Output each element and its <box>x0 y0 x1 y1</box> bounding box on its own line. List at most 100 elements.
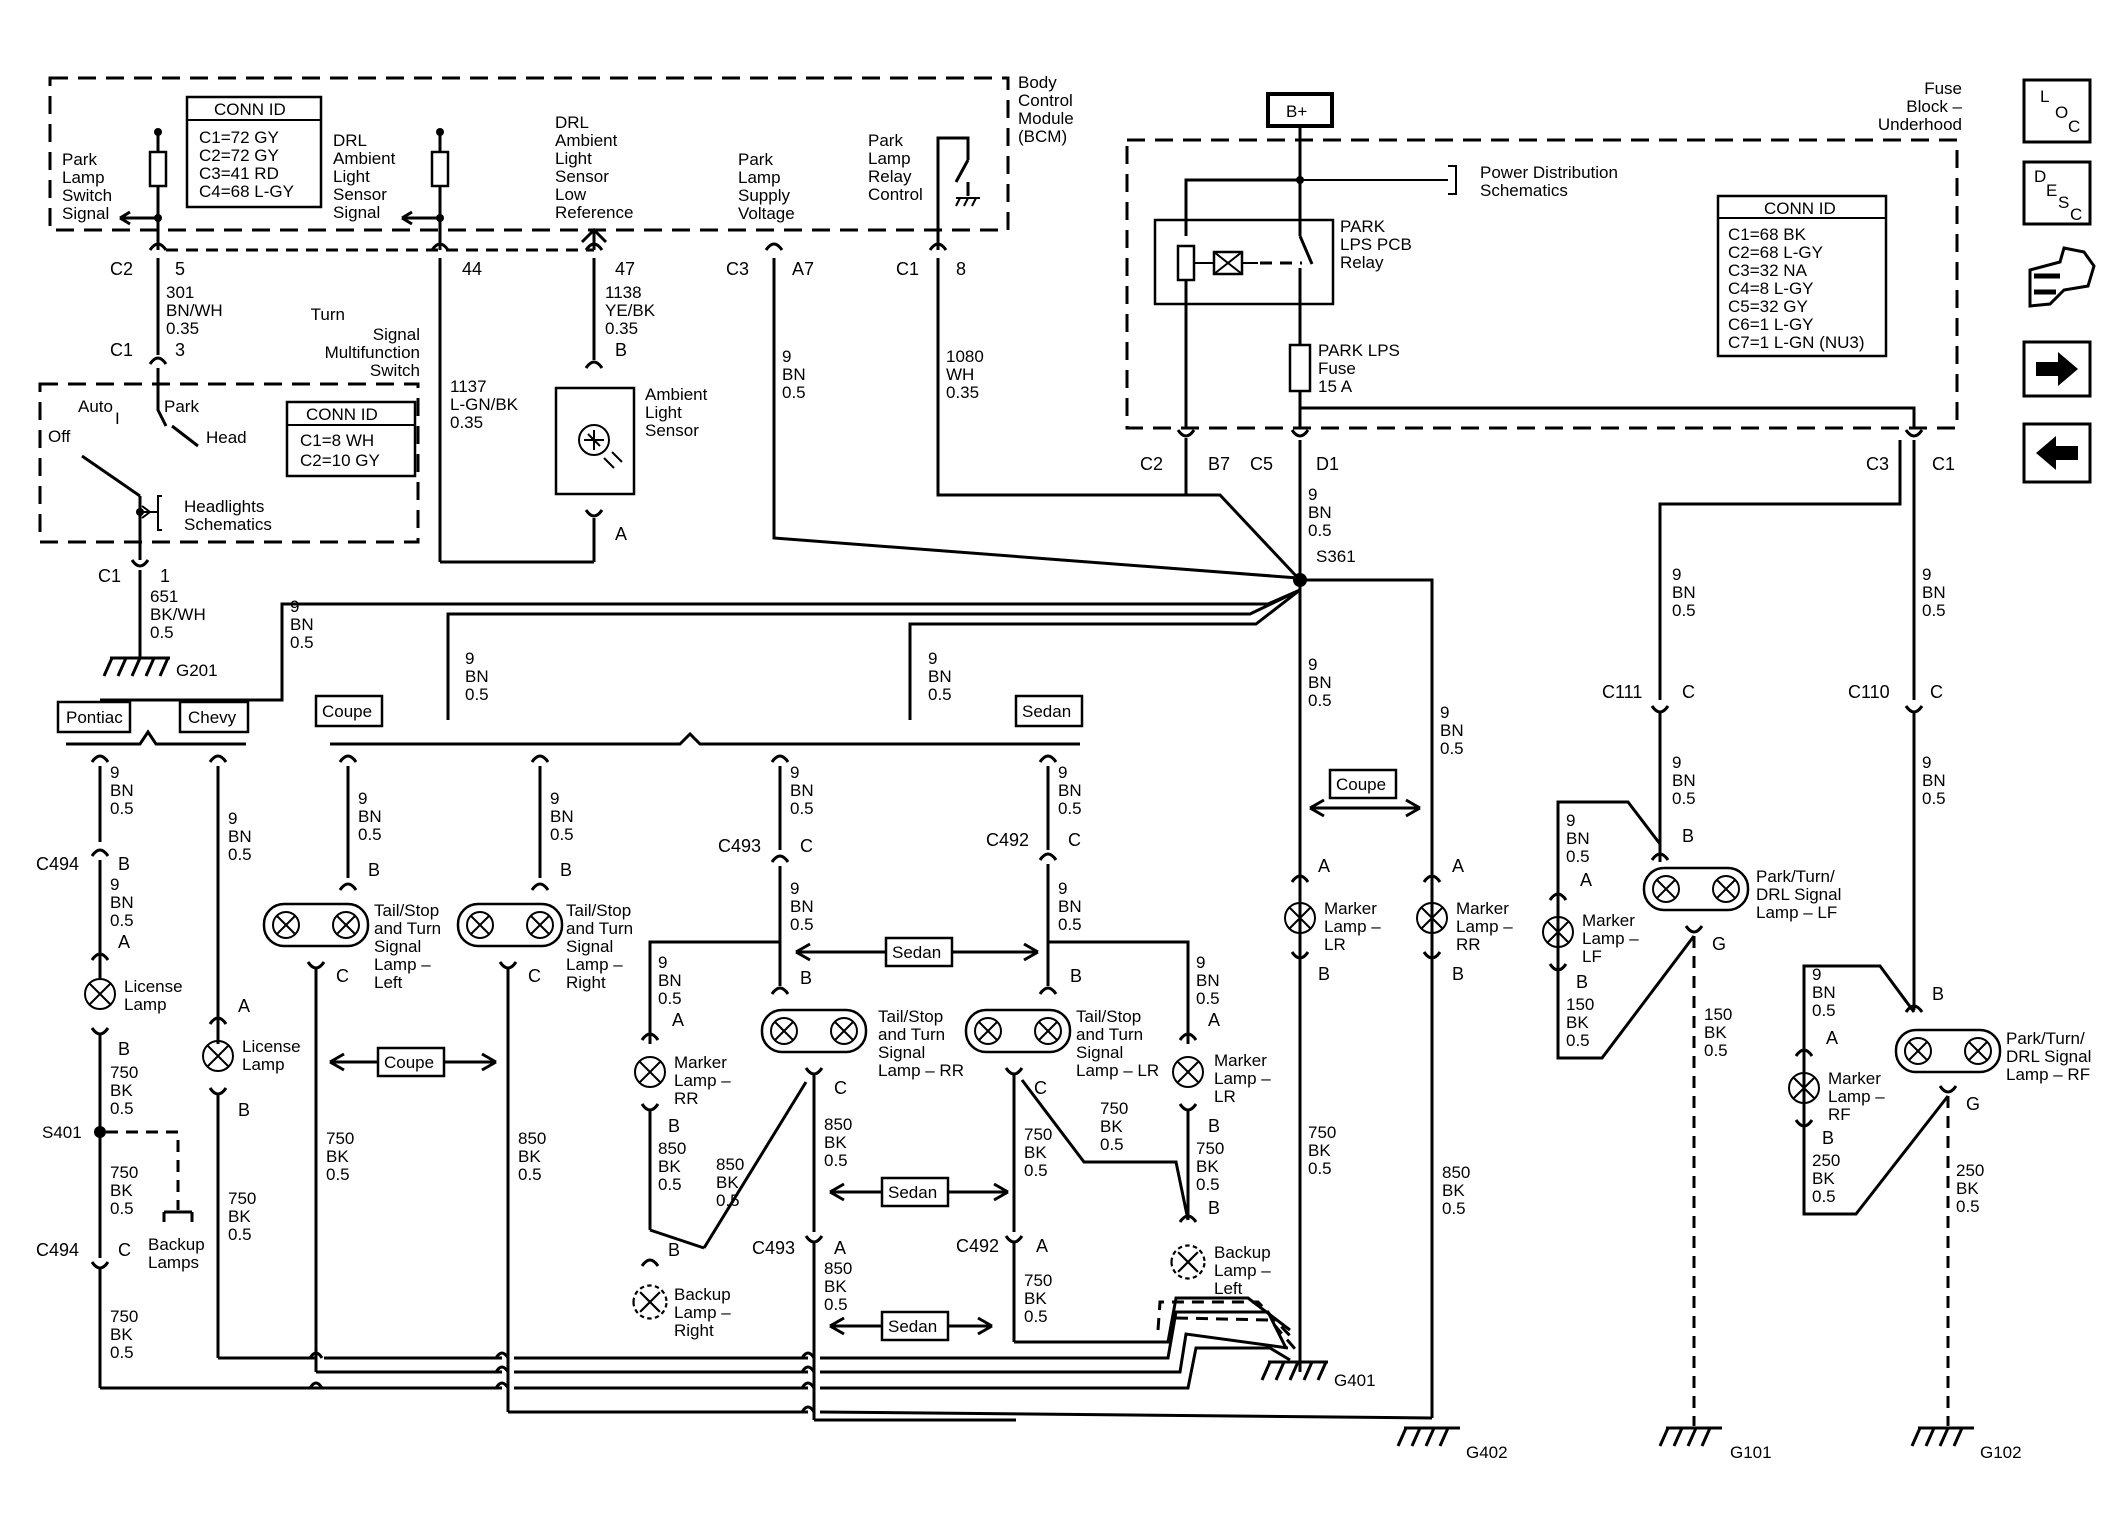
conn-label: C493 <box>718 836 761 856</box>
ground-g201: G201 <box>102 656 218 680</box>
wire-label: 651 <box>150 587 178 606</box>
wire-label: BN <box>465 667 489 686</box>
conn-label: C1 <box>110 340 133 360</box>
option-chevy: Chevy <box>188 708 237 727</box>
pin-label: D1 <box>1316 454 1339 474</box>
wire-9-license <box>100 588 1301 702</box>
wire-label: BK <box>1812 1169 1835 1188</box>
wire-label: 0.5 <box>1100 1135 1124 1154</box>
wire-9-supply <box>772 258 1299 580</box>
wire-label: 0.5 <box>518 1165 542 1184</box>
wire-label: 0.5 <box>290 633 314 652</box>
pin-text: Lamp <box>738 168 781 187</box>
wire-label: BK <box>658 1157 681 1176</box>
component-label: DRL Signal <box>2006 1047 2091 1066</box>
wire-label: WH <box>946 365 974 384</box>
wire-label: BN <box>110 781 134 800</box>
pin-label: 44 <box>462 259 482 279</box>
wire-label: BN <box>790 897 814 916</box>
wire-label: BK <box>716 1173 739 1192</box>
headlights-ref: Headlights <box>184 497 264 516</box>
option-sedan: Sedan <box>1022 702 1071 721</box>
switch-conn-c2: C2=10 GY <box>300 451 380 470</box>
component-label: LR <box>1214 1087 1236 1106</box>
pin-text: Reference <box>555 203 633 222</box>
coupe-arrow: Coupe <box>329 1046 497 1078</box>
loc-letter: O <box>2055 103 2068 122</box>
wire-label: 0.5 <box>928 685 952 704</box>
wire-label: BK <box>1956 1179 1979 1198</box>
wire-label: BK <box>110 1081 133 1100</box>
wire-label: BK <box>518 1147 541 1166</box>
conn-label: C494 <box>36 854 79 874</box>
pin-text: Ambient <box>555 131 618 150</box>
switch-pos-park: Park <box>164 397 199 416</box>
fuse-block: Fuse Block – Underhood B+ Power Distribu… <box>1125 79 1963 430</box>
wire-label: BN <box>550 807 574 826</box>
wire-label: 0.5 <box>110 1099 134 1118</box>
pin-label: B7 <box>1208 454 1230 474</box>
pin-label: A <box>1452 856 1464 876</box>
wire-label: 9 <box>1672 753 1681 772</box>
loc-letter: L <box>2040 87 2049 106</box>
pin-text: Relay <box>868 167 912 186</box>
wire-label: 0.35 <box>450 413 483 432</box>
wire-label: 0.5 <box>110 799 134 818</box>
wire-label: 0.5 <box>1308 521 1332 540</box>
wire-9-coupe <box>446 588 1301 720</box>
component-label: and Turn <box>1076 1025 1143 1044</box>
pin-text: Sensor <box>333 185 387 204</box>
pontiac-license-lamp: 9 BN 0.5 C494 B 9 BN 0.5 A License Lamp … <box>36 754 205 1388</box>
relay-label: LPS PCB <box>1340 235 1412 254</box>
pin-label: A <box>672 1010 684 1030</box>
component-label: Sensor <box>645 421 699 440</box>
switch-pos-head: Head <box>206 428 247 447</box>
wire-label: 9 <box>1196 953 1205 972</box>
conn-label: C492 <box>956 1236 999 1256</box>
wire-label: 150 <box>1566 995 1594 1014</box>
conn-label: C2 <box>1140 454 1163 474</box>
wire-label: BN <box>1440 721 1464 740</box>
wire-label: BN <box>1922 583 1946 602</box>
pin-text: Park <box>738 150 773 169</box>
wire-label: 0.5 <box>1308 1159 1332 1178</box>
wire-label: BN <box>1672 583 1696 602</box>
wire-label: BN <box>1308 673 1332 692</box>
wire-label: 9 <box>1922 565 1931 584</box>
relay-label: Relay <box>1340 253 1384 272</box>
component-label: Signal <box>566 937 613 956</box>
pin-label: A <box>118 932 130 952</box>
fuse-label: Fuse <box>1318 359 1356 378</box>
bcm-pin-park-switch: Park Lamp Switch Signal <box>62 128 168 250</box>
chevy-license-lamp: 9 BN 0.5 A License Lamp B 750 BK 0.5 <box>202 754 301 1358</box>
pin-label: A <box>1318 856 1330 876</box>
wire-label: 9 <box>1058 763 1067 782</box>
bcm-pin-park-supply: Park Lamp Supply Voltage <box>738 150 795 223</box>
wire-label: 0.5 <box>1196 989 1220 1008</box>
fuse-conn-c1: C1=68 BK <box>1728 225 1807 244</box>
desc-button[interactable]: D E S C <box>2022 160 2092 226</box>
pin-text: Lamp <box>62 168 105 187</box>
pin-label: C <box>1034 1078 1047 1098</box>
wire-label: 0.5 <box>1196 1175 1220 1194</box>
pin-label: B <box>118 1039 130 1059</box>
component-label: Backup <box>674 1285 731 1304</box>
wire-label: 9 <box>928 649 937 668</box>
pin-label: C <box>834 1078 847 1098</box>
conn-label: C111 <box>1602 682 1642 702</box>
pin-label: A7 <box>792 259 814 279</box>
connector-route-button[interactable] <box>2028 246 2096 308</box>
wire-label: YE/BK <box>605 301 656 320</box>
loc-button[interactable]: L O C <box>2022 78 2092 144</box>
wire-label: 0.5 <box>228 1225 252 1244</box>
wire-label: 9 <box>1440 703 1449 722</box>
wire-label: 750 <box>1024 1271 1052 1290</box>
pin-label: B <box>1822 1128 1834 1148</box>
pin-label: B <box>1208 1198 1220 1218</box>
option-pontiac: Pontiac <box>66 708 123 727</box>
next-page-button[interactable] <box>2022 340 2092 398</box>
wire-label: 9 <box>1566 811 1575 830</box>
pin-label: B <box>1318 964 1330 984</box>
sedan-rr-assembly: 9 BN 0.5 C493 C 9 BN 0.5 B Tail/Stop and… <box>632 754 964 1420</box>
prev-page-button[interactable] <box>2022 422 2092 484</box>
